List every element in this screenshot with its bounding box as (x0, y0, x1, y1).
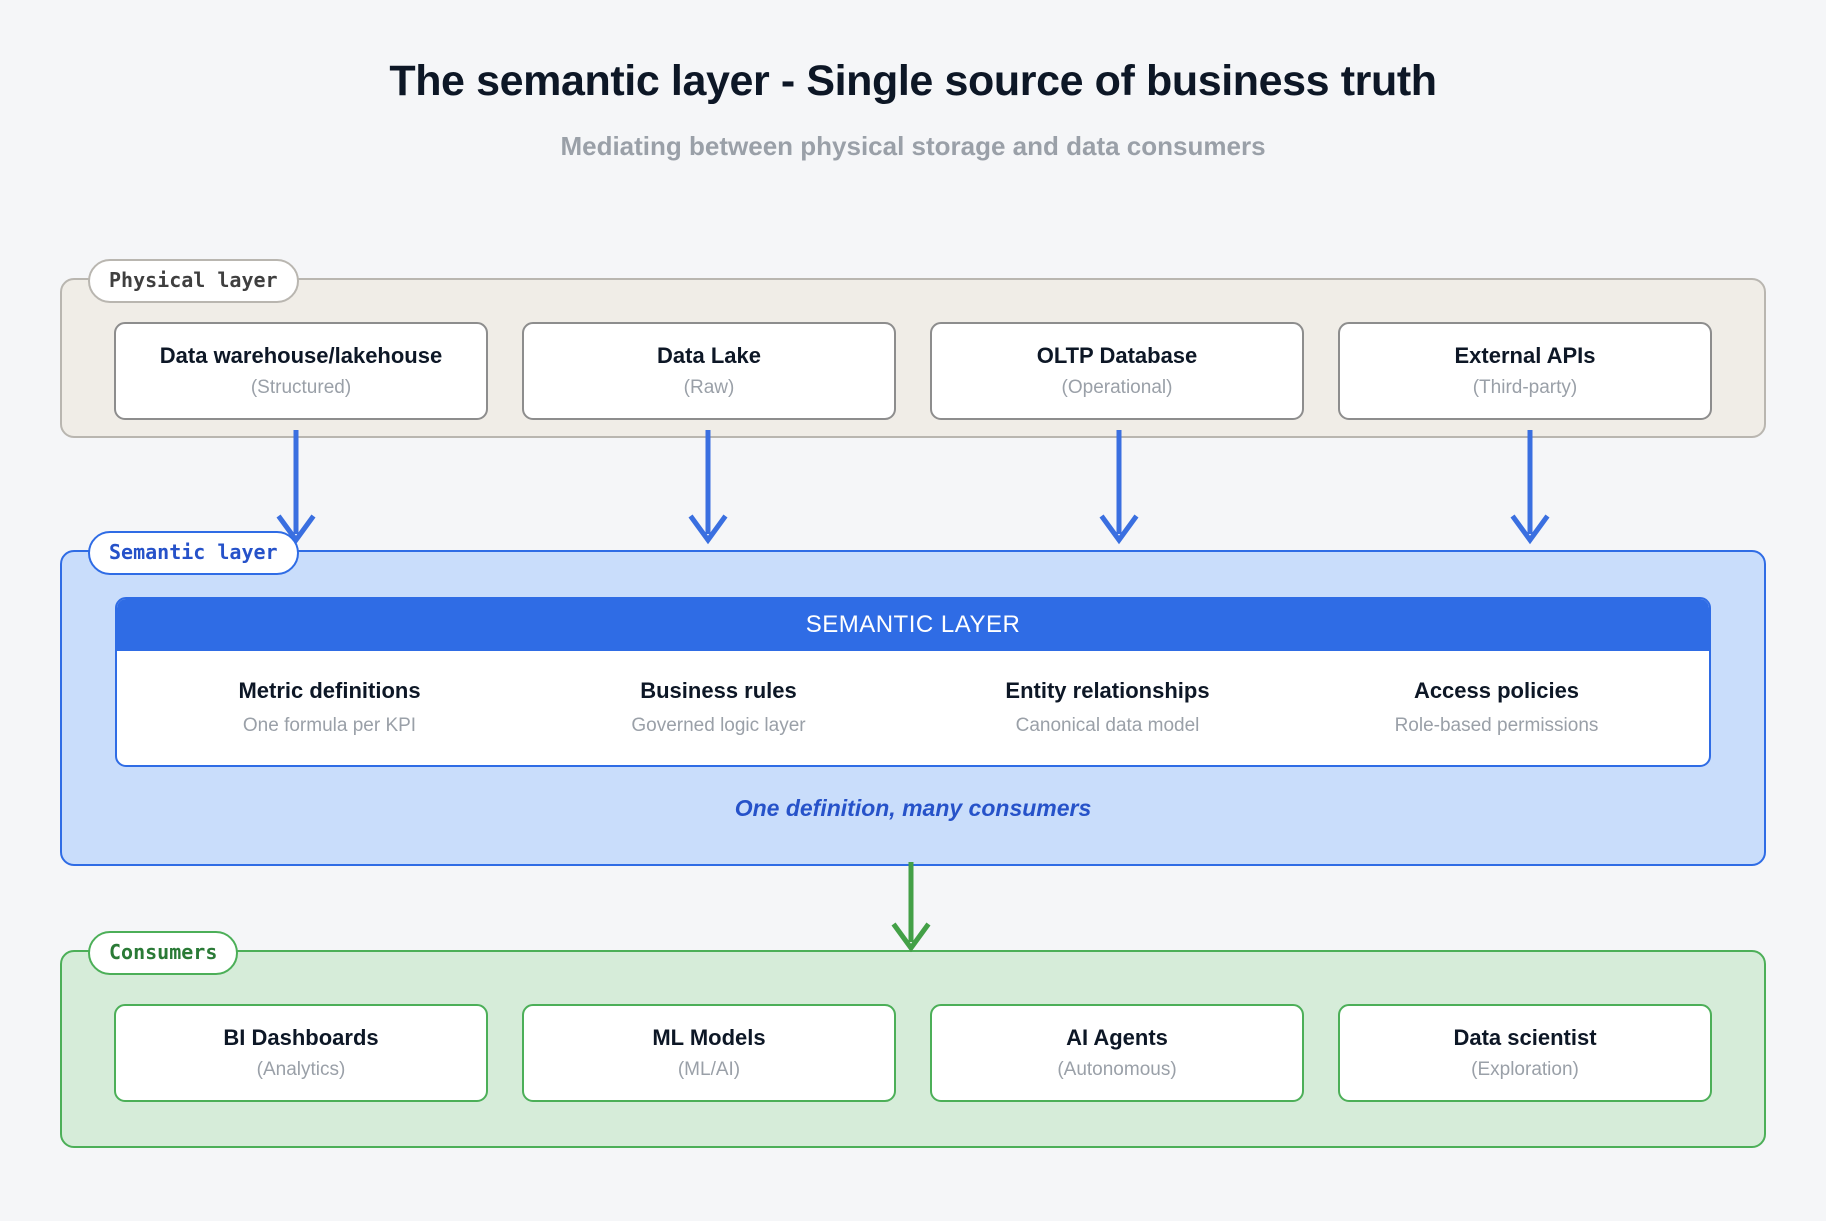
consumer-card-subtitle: (Analytics) (256, 1058, 346, 1080)
consumer-card-title: AI Agents (1066, 1025, 1168, 1051)
physical-card-subtitle: (Third-party) (1472, 376, 1578, 398)
semantic-item-subtitle: One formula per KPI (242, 714, 417, 736)
semantic-layer-card: SEMANTIC LAYER Metric definitions One fo… (115, 597, 1711, 768)
physical-layer-container: Physical layer Data warehouse/lakehouse … (60, 259, 1766, 438)
physical-card-data-lake[interactable]: Data Lake (Raw) (522, 322, 896, 420)
consumer-card-bi-dashboards[interactable]: BI Dashboards (Analytics) (114, 1004, 488, 1102)
semantic-card-body: Metric definitions One formula per KPI B… (117, 651, 1709, 765)
semantic-item-title: Entity relationships (1005, 678, 1210, 703)
arrow-physical-to-semantic-2 (688, 430, 728, 545)
semantic-item-title: Metric definitions (238, 678, 421, 703)
arrow-semantic-to-consumers (891, 862, 931, 953)
semantic-layer-container: Semantic layer SEMANTIC LAYER Metric def… (60, 531, 1766, 866)
physical-card-data-warehouse[interactable]: Data warehouse/lakehouse (Structured) (114, 322, 488, 420)
consumer-card-subtitle: (Autonomous) (1057, 1058, 1177, 1080)
arrow-physical-to-semantic-3 (1099, 430, 1139, 545)
consumer-card-title: Data scientist (1453, 1025, 1597, 1051)
physical-card-subtitle: (Operational) (1061, 376, 1173, 398)
consumer-card-subtitle: (ML/AI) (677, 1058, 741, 1080)
consumers-layer-container: Consumers BI Dashboards (Analytics) ML M… (60, 931, 1766, 1148)
semantic-item-business-rules[interactable]: Business rules Governed logic layer (524, 677, 913, 737)
consumer-card-subtitle: (Exploration) (1471, 1058, 1579, 1080)
physical-card-subtitle: (Raw) (683, 376, 735, 398)
physical-card-subtitle: (Structured) (250, 376, 352, 398)
arrow-physical-to-semantic-1 (276, 430, 316, 545)
physical-card-title: Data Lake (657, 343, 761, 369)
page-title: The semantic layer - Single source of bu… (389, 57, 1437, 105)
page-header: The semantic layer - Single source of bu… (0, 0, 1826, 162)
semantic-item-access-policies[interactable]: Access policies Role-based permissions (1302, 677, 1691, 737)
consumers-layer-card-row: BI Dashboards (Analytics) ML Models (ML/… (62, 1004, 1764, 1102)
semantic-item-subtitle: Role-based permissions (1394, 714, 1599, 736)
semantic-card-header: SEMANTIC LAYER (117, 599, 1709, 651)
physical-layer-card-row: Data warehouse/lakehouse (Structured) Da… (62, 322, 1764, 420)
semantic-layer-badge: Semantic layer (88, 531, 299, 575)
semantic-item-subtitle: Governed logic layer (631, 714, 806, 736)
semantic-item-subtitle: Canonical data model (1015, 714, 1200, 736)
consumer-card-ai-agents[interactable]: AI Agents (Autonomous) (930, 1004, 1304, 1102)
consumers-layer-badge: Consumers (88, 931, 239, 975)
semantic-item-entity-relationships[interactable]: Entity relationships Canonical data mode… (913, 677, 1302, 737)
arrow-physical-to-semantic-4 (1510, 430, 1550, 545)
consumer-card-data-scientist[interactable]: Data scientist (Exploration) (1338, 1004, 1712, 1102)
semantic-item-title: Access policies (1413, 678, 1580, 703)
consumer-card-title: ML Models (652, 1025, 766, 1051)
semantic-layer-tagline: One definition, many consumers (734, 795, 1092, 821)
physical-card-title: OLTP Database (1036, 343, 1198, 369)
semantic-item-title: Business rules (640, 678, 797, 703)
physical-card-external-apis[interactable]: External APIs (Third-party) (1338, 322, 1712, 420)
physical-layer-badge: Physical layer (88, 259, 299, 303)
consumer-card-ml-models[interactable]: ML Models (ML/AI) (522, 1004, 896, 1102)
physical-card-title: Data warehouse/lakehouse (159, 343, 443, 369)
consumer-card-title: BI Dashboards (223, 1025, 379, 1051)
physical-card-title: External APIs (1454, 343, 1596, 369)
physical-card-oltp-database[interactable]: OLTP Database (Operational) (930, 322, 1304, 420)
semantic-item-metric-definitions[interactable]: Metric definitions One formula per KPI (135, 677, 524, 737)
page-subtitle: Mediating between physical storage and d… (560, 131, 1266, 162)
